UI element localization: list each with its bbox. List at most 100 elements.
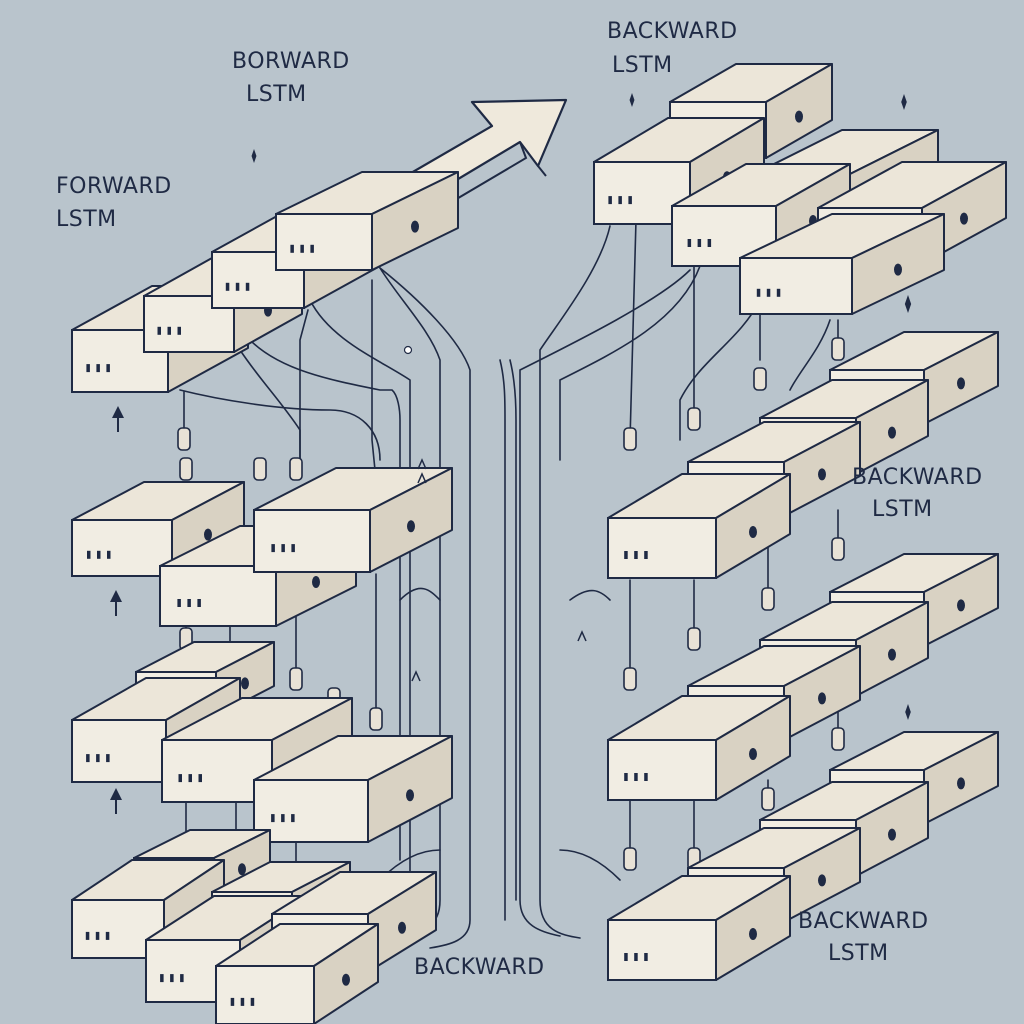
- label-backward-top-line1: BACKWARD: [607, 19, 738, 44]
- box-port: [281, 814, 285, 823]
- box-side-port: [960, 212, 968, 225]
- box-port: [87, 550, 91, 559]
- box-port: [198, 774, 202, 783]
- box-port: [188, 774, 192, 783]
- box-port: [97, 550, 101, 559]
- cable-plug: [831, 537, 845, 561]
- caret-mark: [417, 472, 427, 484]
- label-forward-line1: FORWARD: [56, 174, 172, 199]
- box-side-port: [795, 110, 803, 123]
- box-port: [697, 239, 702, 247]
- box-port: [187, 599, 191, 607]
- box-side-port: [407, 520, 415, 533]
- connection-wire: [539, 225, 611, 939]
- connection-wire: [559, 849, 621, 881]
- box-side-port: [749, 526, 757, 538]
- box-port: [290, 244, 294, 253]
- box-side-port: [398, 921, 406, 934]
- box-port: [96, 364, 100, 373]
- box-port: [95, 931, 100, 940]
- cable-plug: [687, 627, 701, 651]
- caret-mark: [411, 670, 421, 682]
- cable-plug: [831, 337, 845, 361]
- box-side-port: [406, 789, 414, 802]
- decorative-marks: [110, 93, 912, 814]
- box-port: [106, 364, 110, 373]
- lstm-cells: [71, 63, 1007, 1024]
- box-port: [608, 196, 612, 205]
- box-port: [250, 997, 255, 1006]
- box-port: [634, 773, 638, 781]
- cable-plug: [179, 457, 193, 481]
- connection-wire: [519, 269, 691, 937]
- box-port: [197, 599, 201, 607]
- label-borward-lstm: BORWARD LSTM: [232, 49, 349, 107]
- label-backward-mid: BACKWARD LSTM: [852, 465, 983, 522]
- label-forward-lstm: FORWARD LSTM: [56, 174, 172, 232]
- box-side-port: [204, 528, 212, 541]
- box-port: [634, 551, 638, 559]
- box-port: [687, 239, 692, 247]
- sparkle-icon: [251, 149, 257, 163]
- box-port: [644, 551, 648, 559]
- label-backward-bottom-line1: BACKWARD: [798, 909, 929, 934]
- cable-plug: [253, 457, 267, 481]
- box-port: [300, 244, 304, 253]
- lstm-cell-box: [253, 467, 453, 573]
- box-port: [106, 754, 110, 763]
- sparkle-icon: [629, 93, 635, 107]
- box-front-face: [253, 509, 371, 573]
- box-front-face: [739, 257, 853, 315]
- box-port: [624, 953, 628, 961]
- lstm-cell-box: [739, 213, 945, 315]
- box-port: [225, 282, 230, 291]
- box-port: [170, 974, 174, 983]
- cable-plug: [623, 667, 637, 691]
- connection-wire: [569, 589, 611, 601]
- connection-wire: [249, 339, 401, 861]
- connection-wire: [559, 265, 701, 461]
- caret-mark: [577, 630, 587, 642]
- lstm-cell-box: [215, 923, 379, 1024]
- label-backward-mid-line2: LSTM: [872, 497, 933, 522]
- box-port: [291, 544, 295, 553]
- label-backward-bottom-line2: LSTM: [828, 941, 889, 966]
- connection-wire: [179, 389, 381, 461]
- label-backward-center: BACKWARD: [414, 955, 545, 980]
- box-front-face: [159, 565, 277, 627]
- box-port: [618, 196, 622, 205]
- cable-plug: [177, 427, 191, 451]
- label-forward-line2: LSTM: [56, 207, 117, 232]
- box-port: [756, 288, 761, 297]
- connection-wire: [371, 279, 377, 481]
- box-port: [644, 953, 648, 961]
- cable-plug: [369, 707, 383, 731]
- box-port: [291, 814, 295, 823]
- cable-plug: [831, 727, 845, 751]
- box-side-port: [749, 748, 757, 760]
- box-port: [281, 544, 285, 553]
- box-port: [235, 282, 240, 291]
- connection-wire: [509, 359, 517, 901]
- box-port: [766, 288, 771, 297]
- box-front-face: [253, 779, 369, 843]
- connection-wire: [629, 219, 637, 441]
- up-arrow-icon: [110, 788, 122, 814]
- box-side-port: [342, 973, 350, 986]
- lstm-cell-box: [275, 171, 459, 271]
- label-backward-mid-line1: BACKWARD: [852, 465, 983, 490]
- connection-wire: [789, 319, 831, 391]
- box-side-port: [888, 426, 896, 439]
- box-side-port: [818, 692, 826, 705]
- connection-wire: [379, 267, 471, 949]
- box-port: [776, 288, 781, 297]
- sparkle-icon: [904, 295, 912, 313]
- box-front-face: [275, 213, 373, 271]
- box-side-port: [312, 576, 320, 588]
- connection-wire: [399, 587, 441, 601]
- label-backward-top: BACKWARD LSTM: [607, 19, 738, 78]
- box-side-port: [238, 863, 246, 876]
- box-port: [180, 974, 184, 983]
- box-port: [86, 364, 90, 373]
- box-port: [644, 773, 648, 781]
